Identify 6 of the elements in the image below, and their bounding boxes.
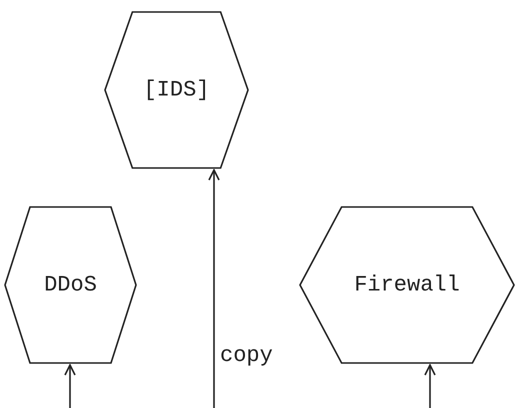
node-label: Firewall (353, 272, 461, 298)
node-label: [IDS] (142, 78, 210, 102)
arrow (64, 364, 76, 408)
node-label: DDoS (43, 272, 98, 298)
arrow (208, 169, 220, 408)
arrow (424, 364, 436, 408)
